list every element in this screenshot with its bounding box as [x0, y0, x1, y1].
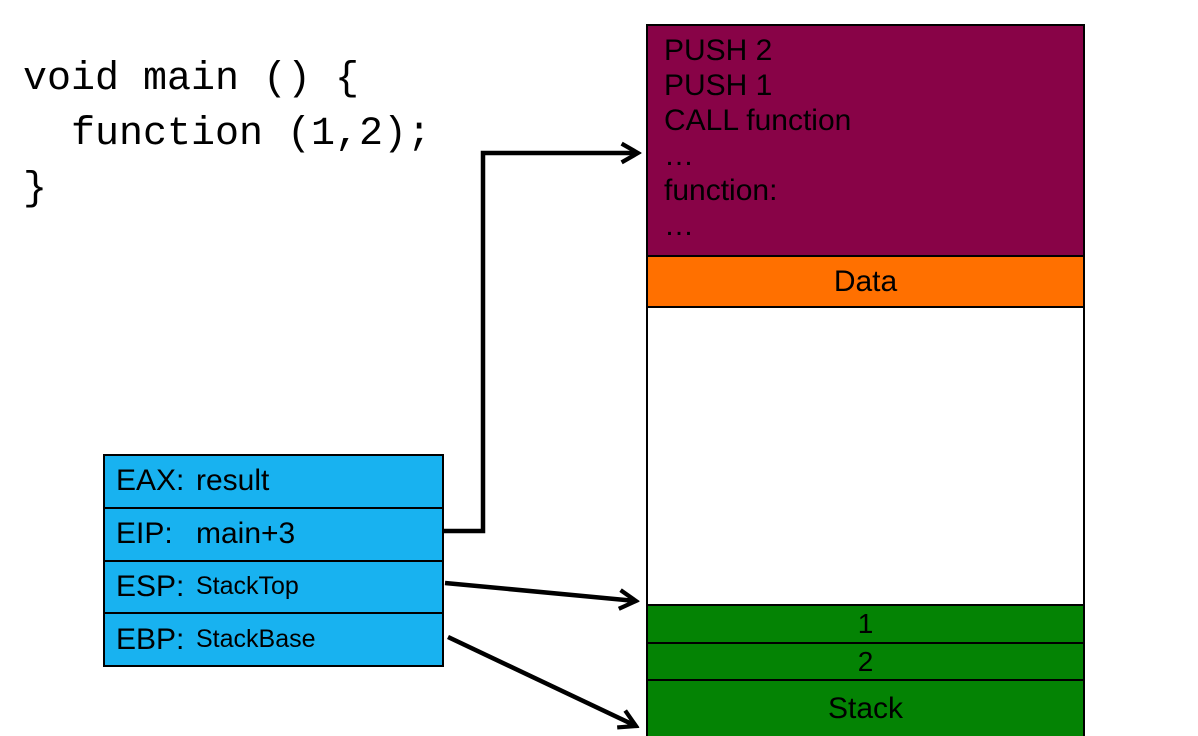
eip-arrow: [444, 153, 638, 534]
memory-layout-column: PUSH 2 PUSH 1 CALL function … function: …: [646, 24, 1085, 736]
register-row-eip: EIP: main+3: [105, 506, 442, 560]
c-source-code: void main () { function (1,2); }: [23, 57, 432, 212]
register-eip-label: EIP:: [116, 517, 173, 551]
asm-line-push2: PUSH 2: [664, 34, 773, 67]
register-eax-value: result: [196, 464, 270, 498]
register-esp-label: ESP:: [116, 569, 185, 603]
stack-arg-1: 1: [648, 604, 1083, 642]
register-ebp-label: EBP:: [116, 622, 185, 656]
asm-line-ellipsis: …: [664, 209, 694, 242]
cpu-registers-box: EAX: result EIP: main+3 ESP: StackTop EB…: [103, 454, 444, 667]
free-memory: [648, 306, 1083, 604]
register-row-ebp: EBP: StackBase: [105, 612, 442, 665]
register-row-esp: ESP: StackTop: [105, 559, 442, 613]
register-esp-value: StackTop: [196, 572, 299, 601]
register-ebp-value: StackBase: [196, 625, 316, 654]
asm-line-call: CALL function: [664, 104, 852, 137]
data-segment: Data: [648, 255, 1083, 306]
esp-arrow: [444, 580, 636, 601]
ebp-arrow: [447, 634, 636, 726]
data-segment-label: Data: [833, 264, 898, 298]
register-eax-label: EAX:: [116, 464, 185, 498]
register-eip-value: main+3: [196, 517, 296, 551]
asm-line-push1: PUSH 1: [664, 69, 773, 102]
stack-arg-2: 2: [648, 642, 1083, 679]
stack-arg-2-value: 2: [857, 645, 874, 677]
register-row-eax: EAX: result: [105, 456, 442, 507]
code-segment: PUSH 2 PUSH 1 CALL function … function: …: [648, 26, 1083, 255]
stack-segment-label: Stack: [827, 691, 904, 725]
asm-line-function-label: function:: [664, 174, 778, 207]
stack-segment: Stack: [648, 679, 1083, 736]
asm-line-ellipsis: …: [664, 139, 694, 172]
stack-arg-1-value: 1: [857, 608, 874, 639]
